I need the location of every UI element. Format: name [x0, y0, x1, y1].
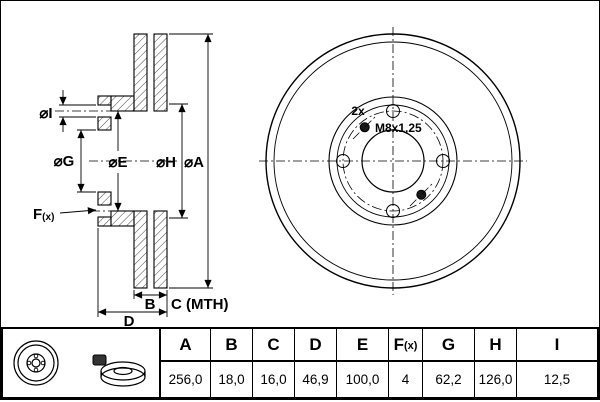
col-header-e: E: [337, 329, 389, 362]
col-header-d: D: [295, 329, 337, 362]
front-centerlines: [259, 27, 527, 295]
col-header-c: C: [253, 329, 295, 362]
dim-label-h: ⌀H: [156, 154, 176, 171]
product-icons: [13, 340, 146, 387]
dim-label-a: ⌀A: [184, 154, 204, 171]
dimension-labels: ⌀I ⌀G ⌀E ⌀H ⌀A F(x) B C (MTH) D: [33, 105, 228, 327]
front-annotations: 2x M8x1,25: [351, 104, 422, 135]
dim-label-f: F(x): [33, 206, 54, 223]
value-c: 16,0: [253, 362, 295, 397]
col-header-a: A: [161, 329, 211, 362]
dim-label-d: D: [124, 313, 135, 327]
value-f: 4: [389, 362, 423, 397]
col-header-b: B: [211, 329, 253, 362]
value-d: 46,9: [295, 362, 337, 397]
thread-count-label: 2x: [351, 104, 365, 118]
col-header-g: G: [423, 329, 475, 362]
value-e: 100,0: [337, 362, 389, 397]
dim-label-b: B: [145, 296, 156, 313]
value-i: 12,5: [543, 372, 571, 387]
dim-label-c: C (MTH): [171, 296, 228, 313]
dimension-table: A B C D E F(x) G H I 256,0 18,0 16,0 46,…: [1, 327, 599, 399]
product-icons-cell: [3, 329, 161, 397]
disc-front-icon: [13, 340, 59, 386]
value-g: 62,2: [423, 362, 475, 397]
disc-pad-icon: [92, 354, 146, 387]
col-header-h: H: [475, 329, 517, 362]
technical-drawing: ⌀I ⌀G ⌀E ⌀H ⌀A F(x) B C (MTH) D 2x: [33, 27, 527, 327]
col-header-f: F(x): [389, 329, 423, 362]
section-centerlines: [55, 110, 177, 212]
dimension-lines: [59, 33, 213, 317]
dim-label-i: ⌀I: [39, 105, 52, 122]
col-header-i: I: [517, 329, 597, 362]
section-view: [97, 33, 168, 289]
dim-label-e: ⌀E: [108, 154, 127, 171]
value-a: 256,0: [161, 362, 211, 397]
value-b: 18,0: [211, 362, 253, 397]
dim-label-g: ⌀G: [54, 153, 75, 170]
value-h: 126,0: [475, 362, 517, 397]
thread-spec-label: M8x1,25: [375, 121, 422, 135]
dimension-columns: A B C D E F(x) G H I 256,0 18,0 16,0 46,…: [161, 329, 597, 397]
